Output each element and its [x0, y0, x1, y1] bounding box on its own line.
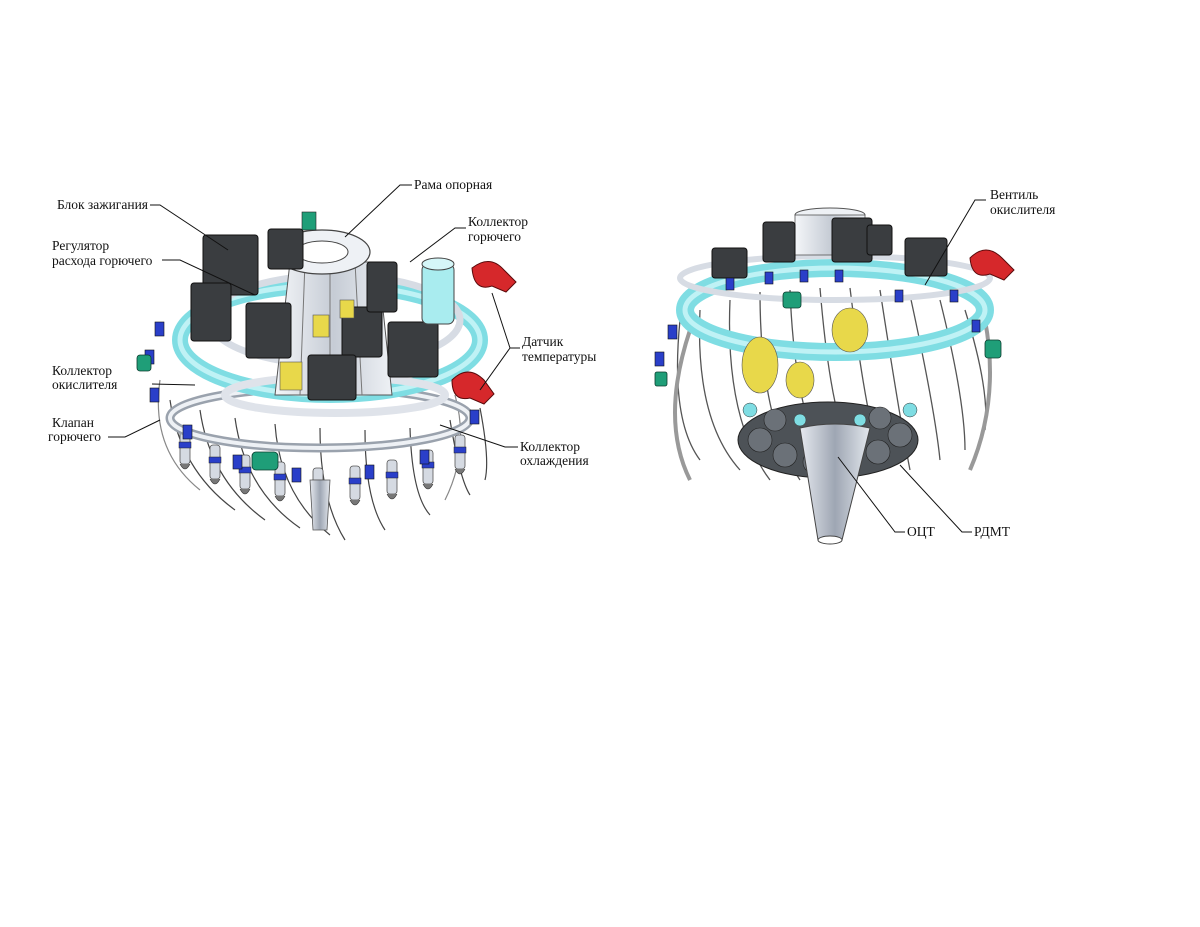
right-temperature-sensor — [969, 249, 1015, 281]
right-engine-view — [654, 207, 1015, 545]
right-valves — [654, 269, 981, 367]
label-temp-sensor-1: Датчик — [522, 334, 564, 349]
label-fuel-regulator-2: расхода горючего — [52, 253, 153, 268]
label-oxidizer-collector-2: окислителя — [52, 377, 117, 392]
right-control-blocks — [711, 217, 948, 279]
label-fuel-valve-2: горючего — [48, 429, 101, 444]
label-rdmt: РДМТ — [974, 524, 1011, 539]
right-pipe-bundle — [673, 287, 992, 481]
label-cooling-collector-1: Коллектор — [520, 439, 580, 454]
oct-cone — [799, 423, 871, 544]
label-temp-sensor-2: температуры — [522, 349, 596, 364]
label-oxidizer-valve-2: окислителя — [990, 202, 1055, 217]
label-fuel-valve-1: Клапан — [52, 415, 94, 430]
callout-labels: Рама опорная Блок зажигания Коллектор го… — [48, 177, 1055, 539]
left-engine-view — [136, 211, 517, 541]
label-oxidizer-collector-1: Коллектор — [52, 363, 112, 378]
label-fuel-collector-1: Коллектор — [468, 214, 528, 229]
left-temperature-sensors — [451, 261, 517, 405]
left-control-blocks — [190, 228, 439, 401]
label-cooling-collector-2: охлаждения — [520, 453, 589, 468]
label-support-frame: Рама опорная — [414, 177, 492, 192]
label-fuel-regulator-1: Регулятор — [52, 238, 109, 253]
label-ignition-block: Блок зажигания — [57, 197, 148, 212]
label-oct: ОЦТ — [907, 524, 935, 539]
leader-lines — [108, 184, 986, 533]
left-fuel-collector-tank — [421, 257, 455, 325]
label-oxidizer-valve-1: Вентиль — [990, 187, 1038, 202]
label-fuel-collector-2: горючего — [468, 229, 521, 244]
